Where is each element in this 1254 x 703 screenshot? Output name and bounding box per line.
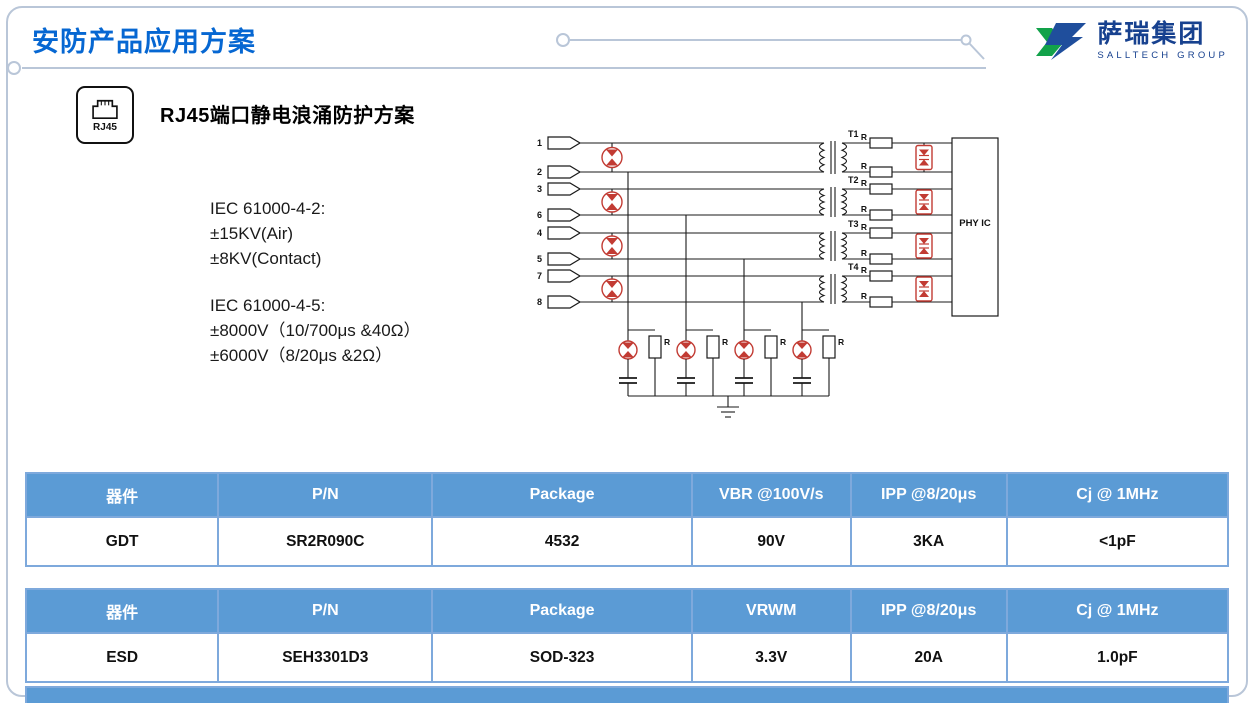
spec-line: ±6000V（8/20μs &2Ω）: [210, 346, 393, 365]
secondary-wires: [842, 142, 952, 303]
pin-label: 8: [537, 297, 542, 307]
table-row: ESD SEH3301D3 SOD-323 3.3V 20A 1.0pF: [24, 632, 1230, 683]
rj45-jack-icon: [92, 99, 118, 119]
section-heading: RJ45端口静电浪涌防护方案: [160, 105, 415, 127]
data-cell: 20A: [849, 632, 1008, 683]
primary-wires: [580, 142, 824, 303]
data-cell: SEH3301D3: [217, 632, 434, 683]
resistor-label: R: [861, 132, 867, 142]
company-logo: 萨瑞集团 SALLTECH GROUP: [1036, 18, 1228, 64]
resistor-label: R: [861, 161, 867, 171]
data-cell: 3KA: [849, 516, 1008, 567]
surge-spec-group: IEC 61000-4-5: ±8000V（10/700μs &40Ω） ±60…: [210, 293, 420, 368]
data-cell: 3.3V: [690, 632, 852, 683]
resistor-label: R: [838, 337, 844, 347]
resistor-label: R: [722, 337, 728, 347]
data-cell: 90V: [690, 516, 852, 567]
header-cell: Cj @ 1MHz: [1005, 588, 1230, 634]
header-cell: IPP @8/20μs: [849, 588, 1008, 634]
partial-table-row: [25, 686, 1229, 703]
rj45-port-icon: RJ45: [76, 86, 134, 144]
transformer-label: T1: [848, 129, 859, 139]
page-title: 安防产品应用方案: [32, 27, 256, 57]
series-resistors: R R R R R R R R: [861, 132, 893, 308]
spec-line: IEC 61000-4-2:: [210, 199, 326, 218]
pin-label: 2: [537, 167, 542, 177]
table-header-row: 器件 P/N Package VBR @100V/s IPP @8/20μs C…: [24, 472, 1230, 518]
esd-symbol: [915, 233, 933, 259]
esd-symbol: [915, 276, 933, 302]
company-logo-text: 萨瑞集团 SALLTECH GROUP: [1097, 19, 1228, 62]
header-cell: Cj @ 1MHz: [1005, 472, 1230, 518]
gdt-symbol: [601, 278, 623, 300]
rj45-icon-label: RJ45: [93, 121, 117, 133]
spec-line: ±8000V（10/700μs &40Ω）: [210, 321, 421, 340]
data-cell: 4532: [431, 516, 693, 567]
pin-label: 1: [537, 138, 542, 148]
resistor-label: R: [861, 204, 867, 214]
gdt-line-symbols: [601, 143, 623, 302]
gdt-spec-table: 器件 P/N Package VBR @100V/s IPP @8/20μs C…: [24, 472, 1230, 567]
data-cell: ESD: [24, 632, 220, 683]
resistor-label: R: [780, 337, 786, 347]
header-cell: Package: [431, 472, 693, 518]
resistor-label: R: [861, 265, 867, 275]
circuit-diagram: 1 2 3 6 4 5 7 8: [537, 129, 999, 418]
phy-ic-box: [951, 137, 999, 317]
data-cell: 1.0pF: [1005, 632, 1230, 683]
table-header-row: 器件 P/N Package VRWM IPP @8/20μs Cj @ 1MH…: [24, 588, 1230, 634]
transformers: T1 T2 T3 T4: [818, 129, 859, 304]
ground-symbol: [717, 396, 739, 418]
data-cell: <1pF: [1005, 516, 1230, 567]
data-cell: GDT: [24, 516, 220, 567]
esd-spec-table: 器件 P/N Package VRWM IPP @8/20μs Cj @ 1MH…: [24, 588, 1230, 683]
gdt-symbol: [601, 146, 623, 169]
gdt-symbol: [601, 191, 623, 213]
gdt-symbol: [601, 235, 623, 257]
pin-label: 6: [537, 210, 542, 220]
header-cell: IPP @8/20μs: [849, 472, 1008, 518]
pin-label: 3: [537, 184, 542, 194]
header-cell: P/N: [217, 472, 434, 518]
esd-spec-group: IEC 61000-4-2: ±15KV(Air) ±8KV(Contact): [210, 196, 420, 271]
table-row: GDT SR2R090C 4532 90V 3KA <1pF: [24, 516, 1230, 567]
resistor-label: R: [861, 291, 867, 301]
phy-ic-label: PHY IC: [959, 218, 991, 229]
pin-label: 4: [537, 228, 542, 238]
company-name: 萨瑞集团: [1097, 19, 1206, 48]
resistor-label: R: [861, 178, 867, 188]
spec-line: ±15KV(Air): [210, 224, 294, 243]
spec-text: IEC 61000-4-2: ±15KV(Air) ±8KV(Contact) …: [210, 196, 420, 368]
header-cell: 器件: [24, 472, 220, 518]
transformer-label: T3: [848, 219, 859, 229]
spec-line: IEC 61000-4-5:: [210, 296, 326, 315]
data-cell: SOD-323: [431, 632, 693, 683]
header-cell: VRWM: [690, 588, 852, 634]
header-cell: VBR @100V/s: [690, 472, 852, 518]
protection-network: R R R: [618, 172, 844, 418]
resistor-label: R: [664, 337, 670, 347]
company-tagline: SALLTECH GROUP: [1097, 50, 1228, 62]
header-cell: 器件: [24, 588, 220, 634]
transformer-label: T4: [848, 262, 859, 272]
esd-diodes: [915, 143, 933, 302]
data-cell: SR2R090C: [217, 516, 434, 567]
company-logo-icon: [1036, 23, 1087, 60]
spec-line: ±8KV(Contact): [210, 249, 322, 268]
header-cell: P/N: [217, 588, 434, 634]
phy-ic: PHY IC: [951, 137, 999, 317]
header-cell: Package: [431, 588, 693, 634]
transformer-label: T2: [848, 175, 859, 185]
pin-label: 5: [537, 254, 542, 264]
esd-symbol: [915, 189, 933, 215]
resistor-label: R: [861, 248, 867, 258]
esd-symbol: [915, 144, 933, 171]
resistor-label: R: [861, 222, 867, 232]
pin-connectors: 1 2 3 6 4 5 7 8: [537, 136, 582, 309]
pin-label: 7: [537, 271, 542, 281]
